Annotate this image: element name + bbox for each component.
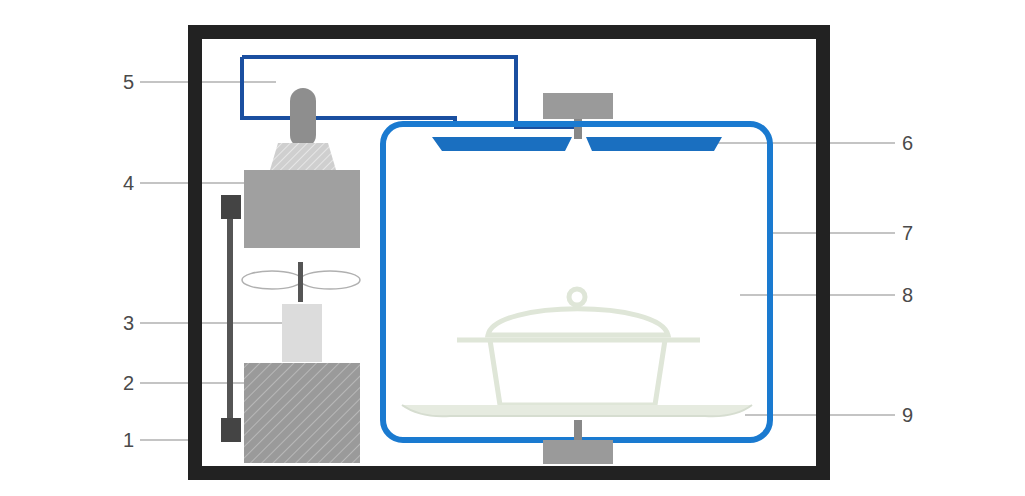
callout-number: 1 [123,430,134,450]
stirrer-motor [543,93,613,119]
callout-number: 5 [123,72,134,92]
callout-number: 2 [123,373,134,393]
fan-motor [282,304,322,362]
turntable-motor [543,440,613,464]
magnetron-cap [270,143,336,170]
pot [457,289,700,405]
support-bar [227,200,233,440]
callout-number: 3 [123,313,134,333]
turntable [402,405,752,416]
fan-blade [242,271,302,289]
callout-number: 8 [902,285,913,305]
cooking-cavity [383,124,770,440]
fan-shaft [298,262,303,302]
transformer [244,363,360,463]
callout-number: 9 [902,405,913,425]
magnetron [244,170,360,248]
callout-number: 4 [123,173,134,193]
housing [195,32,823,473]
antenna [290,88,316,148]
stirrer-blades [432,137,722,151]
callout-number: 7 [902,223,913,243]
fan-blade [300,271,360,289]
callout-number: 6 [902,133,913,153]
